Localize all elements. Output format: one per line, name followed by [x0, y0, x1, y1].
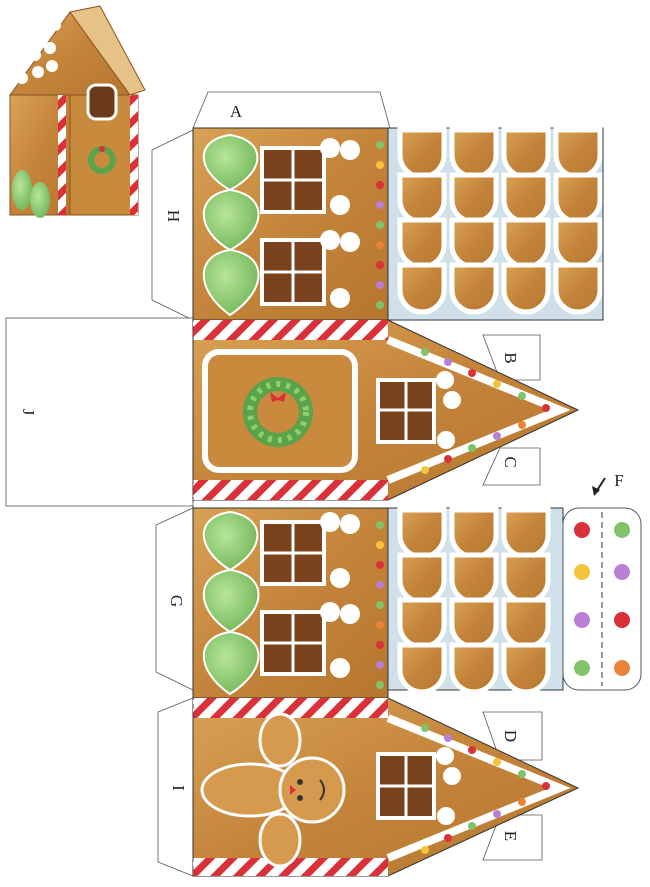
tab-label-E: E [501, 830, 520, 842]
gingerbread-man-icon [200, 712, 346, 868]
side-wall-top [192, 127, 389, 321]
roof-panel-top [387, 127, 604, 321]
tab-D [482, 711, 543, 761]
candy-dots-top [376, 141, 384, 309]
fold-lines [192, 128, 389, 876]
tab-E [482, 814, 543, 861]
roof-ridge-strip [562, 507, 642, 691]
roof-panel-bottom [387, 507, 642, 695]
assembled-house-preview [9, 5, 146, 218]
side-wall-bottom [192, 507, 389, 699]
tab-label-A: A [229, 102, 243, 121]
arrow-down-left-icon [592, 477, 606, 496]
tab-B [482, 334, 541, 381]
tab-label-J: J [19, 408, 38, 416]
front-gable-wreath [192, 319, 580, 501]
wreath-icon [243, 377, 313, 447]
tab-C [482, 447, 541, 486]
tab-label-D: D [501, 729, 520, 743]
tab-label-B: B [501, 352, 520, 364]
bushes-top [202, 133, 260, 317]
tab-A [192, 91, 391, 129]
tab-label-C: C [501, 456, 520, 468]
tab-label-F: F [614, 471, 624, 490]
tab-label-H: H [164, 209, 183, 223]
tab-label-I: I [169, 785, 188, 791]
back-gable-gingerbread-man [192, 697, 580, 877]
tab-label-G: G [167, 594, 186, 608]
